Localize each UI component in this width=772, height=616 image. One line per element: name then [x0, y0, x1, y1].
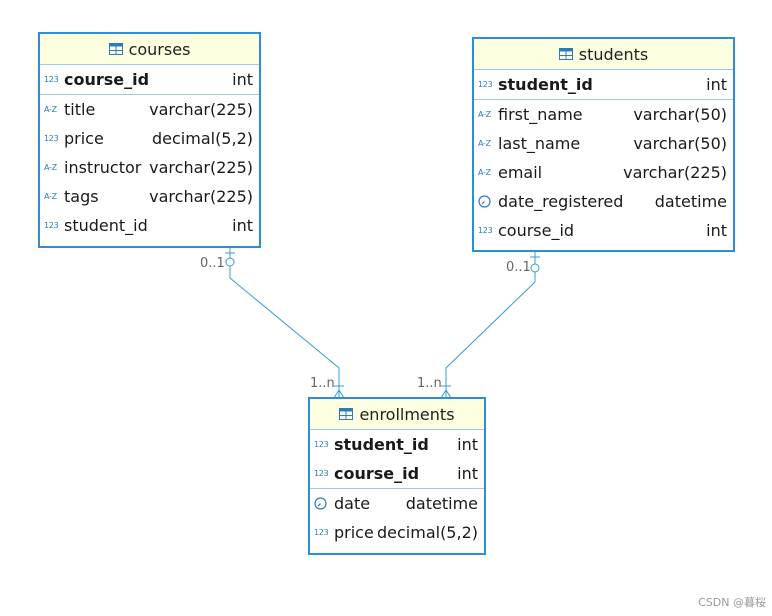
primary-key-section: 123 course_id int [40, 65, 259, 95]
numeric-type-icon: 123 [44, 133, 59, 143]
column-row[interactable]: 123 student_id int [474, 70, 733, 99]
column-row[interactable]: A-Z last_name varchar(50) [474, 129, 733, 158]
column-row[interactable]: 123 student_id int [40, 211, 259, 240]
entity-enrollments[interactable]: enrollments 123 student_id int 123 cours… [308, 397, 486, 555]
column-type: int [706, 75, 727, 94]
column-name: price [64, 129, 104, 148]
primary-key-section: 123 student_id int 123 course_id int [310, 430, 484, 489]
column-row[interactable]: date_registered datetime [474, 187, 733, 216]
clock-icon [314, 497, 330, 510]
column-type: int [232, 70, 253, 89]
numeric-type-icon: 123 [478, 79, 493, 89]
column-name: student_id [64, 216, 148, 235]
column-name: student_id [498, 75, 593, 94]
connector-courses-enrollments [225, 248, 345, 399]
column-type: varchar(225) [149, 158, 253, 177]
entity-title: students [578, 44, 649, 64]
column-row[interactable]: 123 price decimal(5,2) [40, 124, 259, 153]
cardinality-enrollments-one-or-many-right: 1..n [417, 376, 442, 391]
entity-title: courses [128, 39, 191, 59]
entity-header[interactable]: enrollments [310, 399, 484, 430]
entity-title: enrollments [359, 404, 455, 424]
column-name: course_id [334, 464, 420, 483]
entity-header[interactable]: students [474, 39, 733, 70]
column-type: int [457, 464, 478, 483]
column-name: date [334, 494, 371, 513]
column-name: course_id [64, 70, 150, 89]
column-type: datetime [654, 192, 727, 211]
table-icon [558, 48, 573, 60]
column-type: varchar(225) [149, 187, 253, 206]
column-name: email [498, 163, 543, 182]
cardinality-enrollments-one-or-many-left: 1..n [310, 376, 335, 391]
column-name: last_name [498, 134, 581, 153]
numeric-type-icon: 123 [44, 74, 59, 84]
column-type: decimal(5,2) [376, 523, 478, 542]
column-row[interactable]: 123 student_id int [310, 430, 484, 459]
column-name: instructor [64, 158, 142, 177]
column-type: varchar(225) [149, 100, 253, 119]
entity-students[interactable]: students 123 student_id int A-Z first_na… [472, 37, 735, 252]
table-icon [108, 43, 123, 55]
column-type: int [457, 435, 478, 454]
column-name: price [334, 523, 374, 542]
connector-students-enrollments [440, 252, 540, 399]
column-type: decimal(5,2) [151, 129, 253, 148]
column-row[interactable]: A-Z instructor varchar(225) [40, 153, 259, 182]
text-type-icon: A-Z [44, 191, 57, 201]
column-type: datetime [405, 494, 478, 513]
column-type: varchar(50) [633, 105, 727, 124]
column-row[interactable]: date datetime [310, 489, 484, 518]
column-type: int [706, 221, 727, 240]
text-type-icon: A-Z [44, 162, 57, 172]
entity-header[interactable]: courses [40, 34, 259, 65]
watermark: CSDN @暮桜 [698, 596, 766, 609]
column-row[interactable]: A-Z tags varchar(225) [40, 182, 259, 211]
clock-icon [478, 195, 494, 208]
column-name: tags [64, 187, 99, 206]
numeric-type-icon: 123 [478, 225, 493, 235]
numeric-type-icon: 123 [314, 439, 329, 449]
cardinality-students-zero-or-one: 0..1 [506, 260, 531, 275]
text-type-icon: A-Z [44, 104, 57, 114]
column-row[interactable]: 123 course_id int [40, 65, 259, 94]
column-name: first_name [498, 105, 583, 124]
column-row[interactable]: A-Z first_name varchar(50) [474, 100, 733, 129]
primary-key-section: 123 student_id int [474, 70, 733, 100]
column-name: course_id [498, 221, 575, 240]
column-type: varchar(225) [623, 163, 727, 182]
cardinality-courses-zero-or-one: 0..1 [200, 256, 225, 271]
numeric-type-icon: 123 [314, 468, 329, 478]
entity-courses[interactable]: courses 123 course_id int A-Z title varc… [38, 32, 261, 248]
column-row[interactable]: 123 price decimal(5,2) [310, 518, 484, 547]
numeric-type-icon: 123 [314, 527, 329, 537]
column-name: student_id [334, 435, 429, 454]
column-row[interactable]: 123 course_id int [310, 459, 484, 488]
column-row[interactable]: 123 course_id int [474, 216, 733, 245]
column-type: int [232, 216, 253, 235]
numeric-type-icon: 123 [44, 220, 59, 230]
table-icon [339, 408, 354, 420]
column-name: title [64, 100, 96, 119]
column-row[interactable]: A-Z email varchar(225) [474, 158, 733, 187]
column-row[interactable]: A-Z title varchar(225) [40, 95, 259, 124]
text-type-icon: A-Z [478, 109, 491, 119]
text-type-icon: A-Z [478, 167, 491, 177]
text-type-icon: A-Z [478, 138, 491, 148]
column-type: varchar(50) [633, 134, 727, 153]
column-name: date_registered [498, 192, 624, 211]
